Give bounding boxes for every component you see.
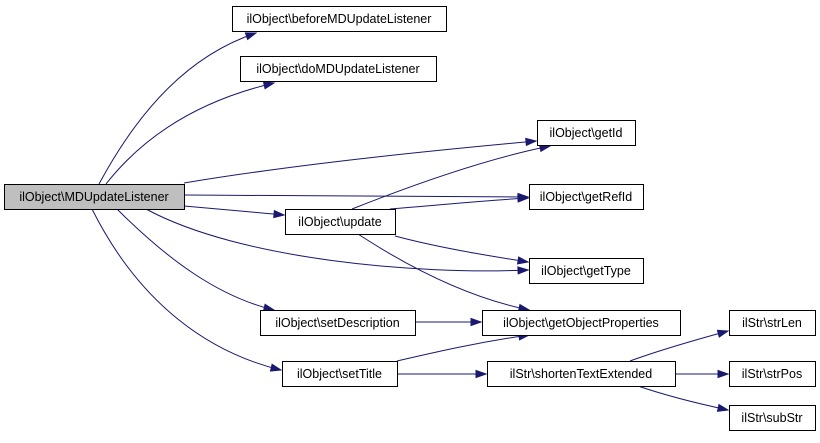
edge-line (351, 145, 551, 210)
arrow-head-icon (475, 369, 488, 379)
node-box[interactable] (282, 361, 398, 387)
edge-update-to-getid (351, 143, 552, 210)
node-box[interactable] (729, 310, 816, 336)
node-label: ilStr\shortenTextExtended (510, 367, 652, 381)
edge-line (357, 233, 530, 311)
node-label: ilObject\update (298, 215, 381, 229)
edge-line (145, 208, 529, 272)
node-label: ilObject\getObjectProperties (503, 316, 659, 330)
arrow-head-icon (262, 81, 276, 90)
node-getrefid[interactable]: ilObject\getRefId (529, 184, 644, 210)
node-box[interactable] (729, 405, 816, 431)
node-label: ilObject\getId (550, 126, 623, 140)
edge-shorten-to-substr (637, 385, 730, 412)
edge-shorten-to-strlen (629, 329, 730, 362)
edge-update-to-gettype (394, 235, 530, 265)
edge-line (98, 32, 257, 185)
node-label: ilObject\getType (541, 264, 631, 278)
node-strpos[interactable]: ilStr\strPos (729, 361, 816, 387)
node-label: ilObject\setDescription (275, 316, 399, 330)
edge-line (183, 140, 537, 184)
edges (91, 32, 730, 412)
node-box[interactable] (729, 361, 816, 387)
edge-line (389, 197, 529, 210)
edge-line (394, 235, 529, 263)
edge-settitle-to-shorten (397, 369, 488, 379)
node-box[interactable] (529, 258, 644, 284)
arrow-head-icon (716, 403, 730, 412)
node-gettype[interactable]: ilObject\getType (529, 258, 644, 284)
node-shorten[interactable]: ilStr\shortenTextExtended (487, 361, 676, 387)
node-box[interactable] (537, 120, 636, 146)
edge-line (396, 334, 530, 362)
node-before[interactable]: ilObject\beforeMDUpdateListener (232, 6, 447, 32)
edge-line (183, 205, 285, 216)
node-getid[interactable]: ilObject\getId (537, 120, 636, 146)
edge-root-to-setdesc (116, 208, 276, 312)
node-substr[interactable]: ilStr\subStr (729, 405, 816, 431)
node-setdesc[interactable]: ilObject\setDescription (260, 310, 416, 336)
node-getobjprops[interactable]: ilObject\getObjectProperties (482, 310, 681, 336)
node-box[interactable] (529, 184, 644, 210)
node-label: ilObject\MDUpdateListener (19, 190, 168, 204)
nodes: ilObject\MDUpdateListener ilObject\before… (4, 6, 816, 431)
edge-root-to-domd (105, 81, 276, 185)
edge-line (183, 194, 529, 198)
node-label: ilObject\doMDUpdateListener (256, 62, 419, 76)
node-box[interactable] (4, 184, 185, 210)
node-box[interactable] (260, 310, 416, 336)
arrow-head-icon (273, 209, 286, 219)
node-box[interactable] (285, 209, 396, 235)
edge-line (629, 330, 729, 362)
edge-root-to-getrefid (183, 192, 530, 202)
edge-shorten-to-strpos (675, 369, 730, 379)
arrow-head-icon (517, 266, 530, 275)
arrow-head-icon (244, 32, 258, 41)
node-strlen[interactable]: ilStr\strLen (729, 310, 816, 336)
node-domd[interactable]: ilObject\doMDUpdateListener (240, 56, 437, 82)
edge-update-to-getrefid (389, 194, 530, 210)
node-label: ilStr\strLen (742, 316, 802, 330)
edge-line (637, 385, 729, 411)
node-label: ilStr\strPos (742, 367, 802, 381)
arrow-head-icon (470, 317, 483, 327)
edge-root-to-getid (183, 137, 538, 184)
node-box[interactable] (482, 310, 681, 336)
node-root[interactable]: ilObject\MDUpdateListener (4, 184, 185, 210)
edge-update-to-getobjprops (357, 233, 531, 313)
node-label: ilStr\subStr (741, 411, 802, 425)
node-settitle[interactable]: ilObject\setTitle (282, 361, 398, 387)
arrow-head-icon (525, 137, 538, 147)
edge-root-to-gettype (145, 208, 530, 275)
edge-line (91, 208, 282, 371)
edge-line (105, 82, 275, 185)
node-box[interactable] (232, 6, 447, 32)
edge-root-to-update (183, 205, 286, 219)
edge-root-to-settitle (91, 208, 283, 372)
arrow-head-icon (517, 194, 530, 203)
node-label: ilObject\beforeMDUpdateListener (247, 12, 432, 26)
arrow-head-icon (269, 363, 283, 372)
node-box[interactable] (240, 56, 437, 82)
edge-settitle-to-getobjprops (396, 332, 531, 362)
node-label: ilObject\getRefId (540, 190, 632, 204)
node-label: ilObject\setTitle (297, 367, 382, 381)
edge-setdesc-to-getobjprops (415, 317, 483, 327)
edge-line (116, 208, 275, 311)
edge-root-to-before (98, 32, 258, 185)
arrow-head-icon (717, 369, 730, 379)
node-update[interactable]: ilObject\update (285, 209, 396, 235)
arrow-head-icon (516, 256, 530, 265)
arrow-head-icon (716, 329, 730, 338)
node-box[interactable] (487, 361, 676, 387)
